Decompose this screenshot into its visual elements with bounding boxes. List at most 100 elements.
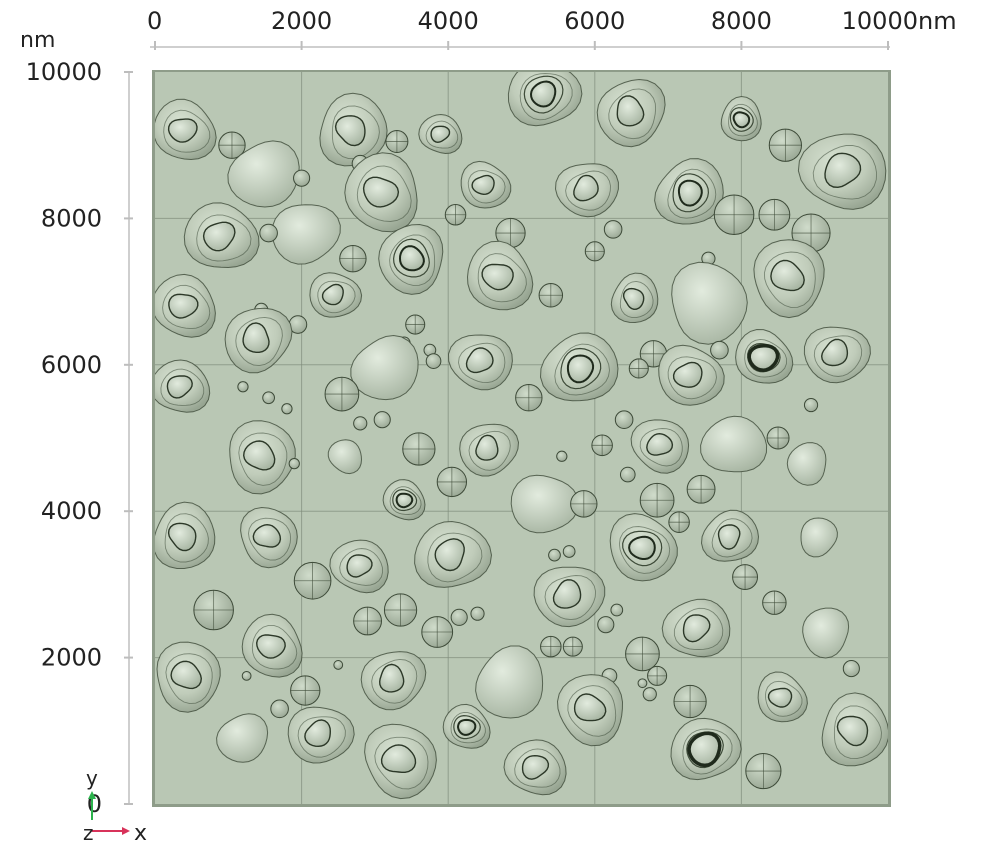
sphere-body <box>333 660 344 670</box>
feature-core <box>465 347 494 374</box>
feature-mid-contour <box>813 335 863 377</box>
feature-inner-contour <box>453 714 481 740</box>
feature-mid-contour <box>544 575 597 621</box>
feature-mid-contour <box>371 658 418 704</box>
feature-mid-contour <box>744 338 788 378</box>
sphere-particle <box>591 434 613 457</box>
sphere-body <box>270 699 289 719</box>
sphere-body <box>642 687 657 702</box>
mound-feature <box>475 645 544 719</box>
bump-feature <box>319 92 388 167</box>
feature-outer-contour <box>802 607 850 659</box>
x-tick-label: 4000 <box>418 7 479 35</box>
feature-mid-contour <box>356 165 412 222</box>
bump-feature <box>155 359 211 413</box>
sphere-particle <box>281 403 293 415</box>
sphere-particle <box>766 426 790 450</box>
feature-core <box>456 718 477 736</box>
y-axis-unit: nm <box>20 28 55 53</box>
feature-core <box>362 176 400 208</box>
sphere-particle <box>495 217 526 249</box>
dark-pit-feature <box>670 717 742 781</box>
feature-mid-contour <box>554 343 610 396</box>
feature-outer-contour <box>700 415 768 473</box>
feature-mid-contour <box>331 105 380 160</box>
sphere-particle <box>241 671 252 681</box>
feature-core <box>566 354 595 384</box>
feature-core <box>717 524 741 550</box>
feature-core <box>167 118 198 143</box>
bump-feature <box>533 566 606 628</box>
bump-feature <box>797 133 887 210</box>
feature-core <box>167 522 197 552</box>
feature-mid-contour <box>427 532 483 583</box>
sphere-particle <box>713 194 755 236</box>
feature-mid-contour <box>812 144 878 200</box>
sphere-particle <box>548 548 561 562</box>
feature-mid-contour <box>514 748 561 788</box>
feature-core <box>346 554 373 578</box>
axis-triad: y z x <box>83 766 147 846</box>
sphere-particle <box>290 675 321 706</box>
mound-feature <box>327 439 363 475</box>
sphere-particle <box>597 616 615 634</box>
feature-mid-contour <box>682 728 733 775</box>
feature-core <box>304 719 332 748</box>
sphere-body <box>597 616 615 634</box>
feature-inner-contour <box>560 347 602 390</box>
feature-core <box>471 174 495 196</box>
x-tick-label: 6000 <box>564 7 625 35</box>
sphere-body <box>237 381 249 393</box>
bump-feature <box>229 420 296 495</box>
sphere-body <box>803 397 819 413</box>
sphere-body <box>619 466 636 483</box>
bump-feature <box>224 307 293 374</box>
feature-core <box>573 174 599 202</box>
sphere-particle <box>402 432 436 466</box>
feature-mid-contour <box>450 711 486 744</box>
sphere-particle <box>259 223 278 243</box>
feature-mid-contour <box>673 607 724 650</box>
pit-feature <box>609 513 678 582</box>
feature-core <box>166 375 193 399</box>
bump-feature <box>155 273 216 338</box>
feature-core <box>573 693 607 722</box>
feature-core <box>521 754 550 780</box>
bump-feature <box>460 160 512 209</box>
feature-core <box>170 660 203 690</box>
sphere-body <box>842 660 860 678</box>
feature-mid-contour <box>235 316 283 367</box>
sphere-particle <box>373 411 391 429</box>
feature-outer-contour <box>216 713 269 763</box>
bump-feature <box>329 539 389 594</box>
sphere-particle <box>333 660 344 670</box>
bump-feature <box>821 692 888 767</box>
feature-mid-contour <box>458 342 506 384</box>
bump-feature <box>155 98 217 161</box>
feature-outer-contour <box>671 261 748 345</box>
feature-core <box>646 432 674 456</box>
feature-mid-contour <box>425 120 459 149</box>
triad-y-arrowhead <box>88 791 96 799</box>
y-tick-label: 0 <box>87 790 102 818</box>
feature-mid-contour <box>619 280 654 319</box>
sphere-particle <box>556 450 568 462</box>
sphere-particle <box>353 606 382 636</box>
pit-feature <box>720 95 762 142</box>
feature-mid-contour <box>565 170 611 211</box>
feature-mid-contour <box>711 518 753 558</box>
bump-feature <box>287 706 355 764</box>
y-tick-label: 6000 <box>41 351 102 379</box>
sphere-body <box>614 410 634 429</box>
feature-core <box>552 579 582 609</box>
sphere-particle <box>515 384 543 412</box>
sphere-particle <box>768 128 803 162</box>
mound-feature <box>802 607 850 659</box>
bump-feature <box>447 334 513 391</box>
y-tick-label: 4000 <box>41 497 102 525</box>
feature-inner-contour <box>523 75 564 114</box>
feature-mid-contour <box>467 170 506 204</box>
sphere-body <box>562 545 576 558</box>
